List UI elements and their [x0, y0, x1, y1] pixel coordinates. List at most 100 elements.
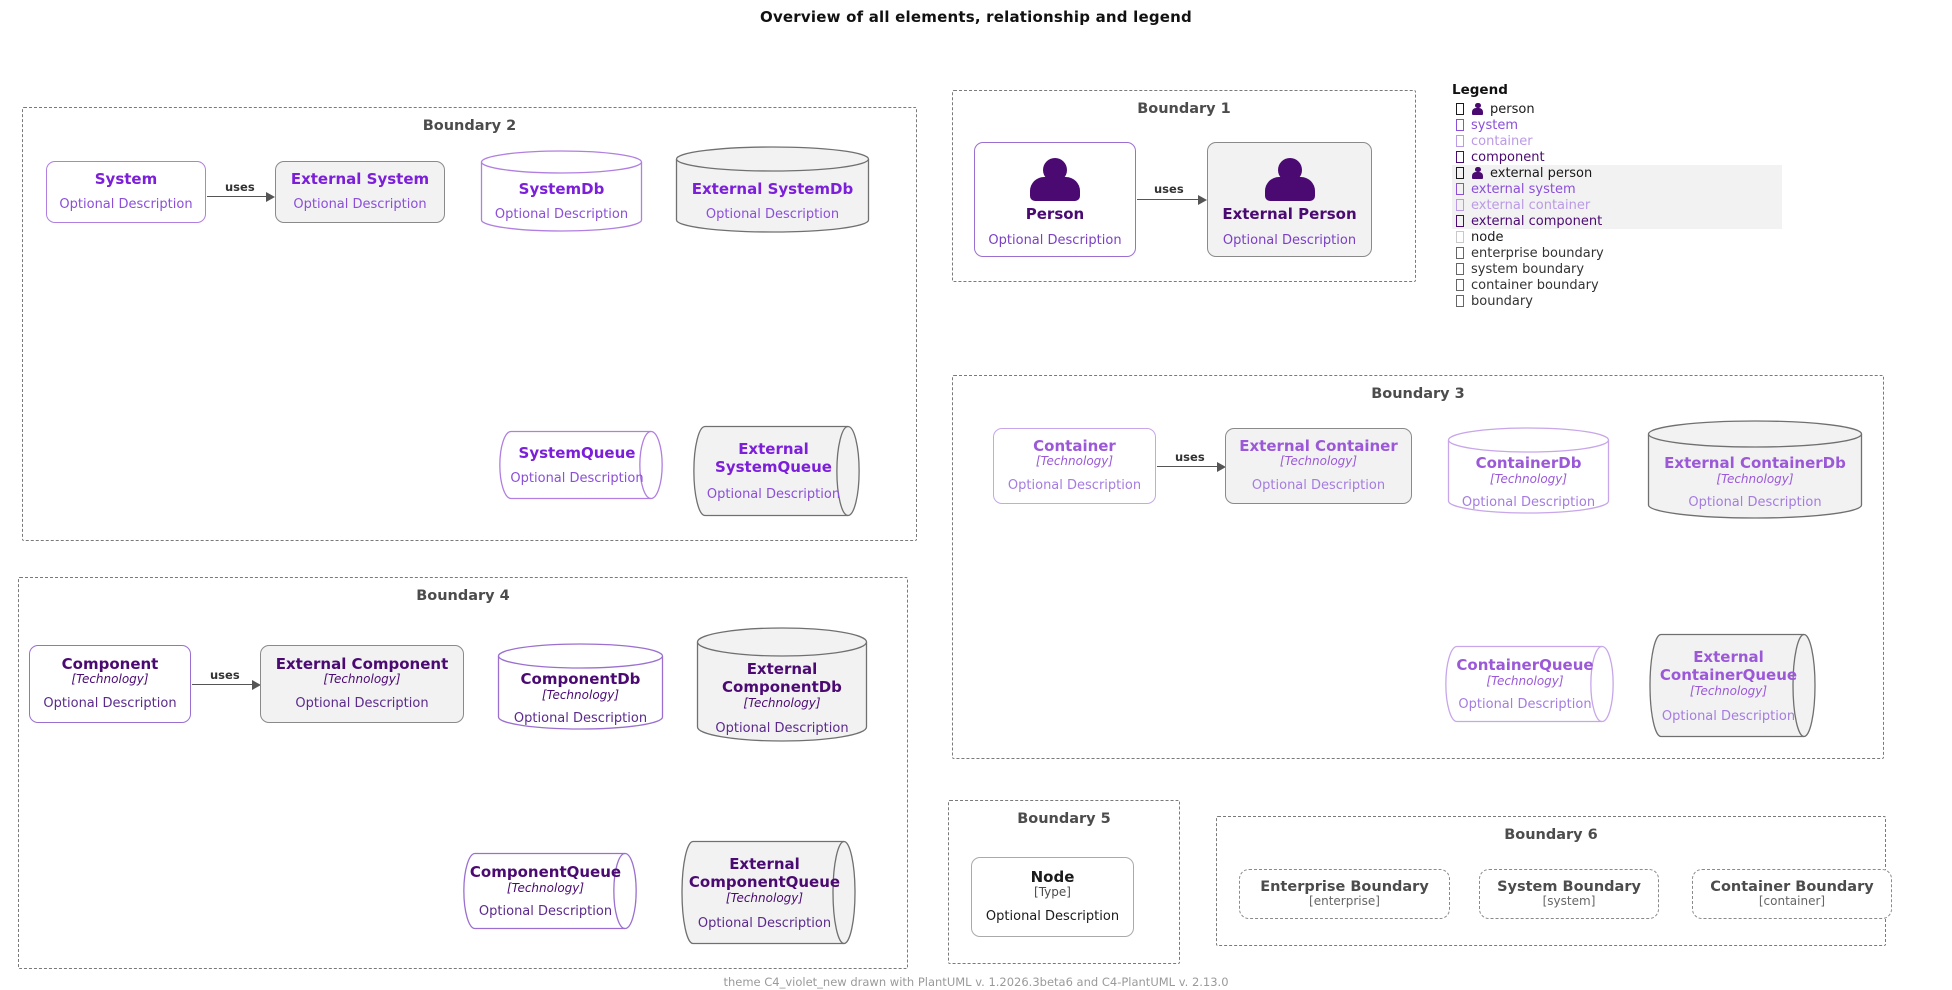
- element-person[interactable]: Person Optional Description: [974, 142, 1136, 257]
- legend-item-external-person: external person: [1452, 165, 1782, 181]
- element-system-name: System: [94, 169, 158, 188]
- legend-item-person: person: [1452, 101, 1782, 117]
- legend-title: Legend: [1452, 82, 1508, 98]
- person-icon: [1471, 102, 1484, 116]
- element-component-desc: Optional Description: [43, 696, 177, 712]
- legend-item-label: container boundary: [1471, 277, 1599, 293]
- element-system-db-name: SystemDb: [518, 180, 605, 198]
- element-system-db-desc: Optional Description: [494, 207, 629, 222]
- element-container-queue-desc: Optional Description: [1458, 697, 1592, 712]
- boundary-5: Boundary 5: [948, 800, 1180, 964]
- element-external-component-tech: [Technology]: [323, 671, 401, 686]
- element-system-db[interactable]: SystemDb Optional Description: [480, 150, 643, 232]
- relationship-label-system: uses: [225, 180, 255, 194]
- element-external-container-db-desc: Optional Description: [1688, 495, 1822, 510]
- legend-box-glyph-icon: [1456, 295, 1464, 307]
- legend-box-glyph-icon: [1456, 103, 1464, 115]
- element-external-container-db[interactable]: External ContainerDb [Technology] Option…: [1647, 420, 1863, 520]
- cylinder-shape: [1447, 427, 1610, 514]
- element-component-queue-name: ComponentQueue: [469, 863, 622, 881]
- legend-item-external-component: external component: [1452, 213, 1782, 229]
- queue-shape: [681, 840, 856, 945]
- element-system[interactable]: System Optional Description: [46, 161, 206, 223]
- element-external-system[interactable]: External System Optional Description: [275, 161, 445, 223]
- element-external-container-queue[interactable]: External ContainerQueue [Technology] Opt…: [1649, 633, 1821, 738]
- element-component-db[interactable]: ComponentDb [Technology] Optional Descri…: [497, 643, 664, 731]
- element-external-system-db-desc: Optional Description: [705, 207, 840, 222]
- element-external-container[interactable]: External Container [Technology] Optional…: [1225, 428, 1412, 504]
- boundary-2: Boundary 2: [22, 107, 917, 541]
- legend-item-external-container: external container: [1452, 197, 1782, 213]
- element-external-container-queue-name: External ContainerQueue: [1659, 647, 1798, 684]
- person-body-icon: [1030, 176, 1080, 201]
- element-external-component-db[interactable]: External ComponentDb [Technology] Option…: [696, 627, 868, 745]
- element-node-desc: Optional Description: [985, 909, 1120, 925]
- legend-item-node: node: [1452, 229, 1782, 245]
- element-external-container-queue-tech: [Technology]: [1689, 683, 1768, 698]
- element-system-boundary[interactable]: System Boundary [system]: [1479, 869, 1659, 919]
- person-body-icon: [1472, 107, 1483, 115]
- legend-item-label: external component: [1471, 213, 1603, 229]
- element-person-name: Person: [1025, 204, 1085, 223]
- boundary-6-label: Boundary 6: [1504, 827, 1598, 843]
- element-container-db[interactable]: ContainerDb [Technology] Optional Descri…: [1447, 427, 1610, 515]
- element-external-system-db-name: External SystemDb: [691, 180, 854, 198]
- element-container-boundary[interactable]: Container Boundary [container]: [1692, 869, 1892, 919]
- element-external-system-db[interactable]: External SystemDb Optional Description: [675, 146, 870, 234]
- element-external-component[interactable]: External Component [Technology] Optional…: [260, 645, 464, 723]
- element-system-queue-name: SystemQueue: [518, 444, 636, 462]
- person-head-icon: [1475, 166, 1481, 172]
- legend-box-glyph-icon: [1456, 199, 1464, 211]
- relationship-label-component: uses: [210, 668, 240, 682]
- element-external-person-desc: Optional Description: [1222, 233, 1357, 249]
- element-container-queue-tech: [Technology]: [1486, 674, 1564, 688]
- element-system-queue[interactable]: SystemQueue Optional Description: [499, 430, 667, 500]
- legend-item-label: node: [1471, 229, 1504, 245]
- person-body-icon: [1264, 176, 1315, 201]
- element-external-component-desc: Optional Description: [295, 696, 429, 712]
- element-container-boundary-tech: [container]: [1758, 894, 1826, 909]
- legend-item-enterprise-boundary: enterprise boundary: [1452, 245, 1782, 261]
- element-external-system-queue[interactable]: External SystemQueue Optional Descriptio…: [693, 425, 865, 517]
- element-enterprise-boundary[interactable]: Enterprise Boundary [enterprise]: [1239, 869, 1450, 919]
- element-container-boundary-name: Container Boundary: [1710, 878, 1874, 895]
- element-system-boundary-tech: [system]: [1542, 894, 1596, 909]
- queue-shape: [693, 425, 860, 517]
- legend-item-system-boundary: system boundary: [1452, 261, 1782, 277]
- element-external-person[interactable]: External Person Optional Description: [1207, 142, 1372, 257]
- legend-item-label: external system: [1471, 181, 1576, 197]
- element-container[interactable]: Container [Technology] Optional Descript…: [993, 428, 1156, 504]
- legend-box-glyph-icon: [1456, 167, 1464, 179]
- relationship-label-container: uses: [1175, 450, 1205, 464]
- element-system-queue-desc: Optional Description: [510, 471, 644, 486]
- element-component[interactable]: Component [Technology] Optional Descript…: [29, 645, 191, 723]
- element-external-system-name: External System: [290, 169, 430, 188]
- legend-item-label: container: [1471, 133, 1533, 149]
- element-external-component-name: External Component: [275, 654, 449, 673]
- boundary-4-label: Boundary 4: [416, 588, 510, 604]
- element-component-queue[interactable]: ComponentQueue [Technology] Optional Des…: [463, 852, 641, 930]
- legend-item-container-boundary: container boundary: [1452, 277, 1782, 293]
- element-external-container-tech: [Technology]: [1279, 453, 1358, 468]
- element-node-tech: [Type]: [1034, 884, 1071, 899]
- element-external-system-desc: Optional Description: [293, 197, 427, 213]
- element-node[interactable]: Node [Type] Optional Description: [971, 857, 1134, 937]
- element-external-component-db-tech: [Technology]: [743, 696, 821, 710]
- relationship-line-person: [1137, 199, 1201, 201]
- footer-caption: theme C4_violet_new drawn with PlantUML …: [723, 975, 1229, 989]
- element-component-db-tech: [Technology]: [541, 688, 620, 702]
- person-head-icon: [1475, 102, 1481, 108]
- cylinder-shape: [497, 643, 664, 730]
- legend-item-component: component: [1452, 149, 1782, 165]
- element-external-container-db-name: External ContainerDb: [1664, 454, 1846, 472]
- element-system-desc: Optional Description: [59, 197, 193, 213]
- legend-item-label: component: [1471, 149, 1545, 165]
- legend-box-glyph-icon: [1456, 151, 1464, 163]
- element-component-db-name: ComponentDb: [520, 670, 641, 688]
- legend-box-glyph-icon: [1456, 135, 1464, 147]
- element-container-queue[interactable]: ContainerQueue [Technology] Optional Des…: [1445, 645, 1617, 723]
- element-person-desc: Optional Description: [988, 233, 1122, 249]
- element-external-component-queue[interactable]: External ComponentQueue [Technology] Opt…: [681, 840, 861, 945]
